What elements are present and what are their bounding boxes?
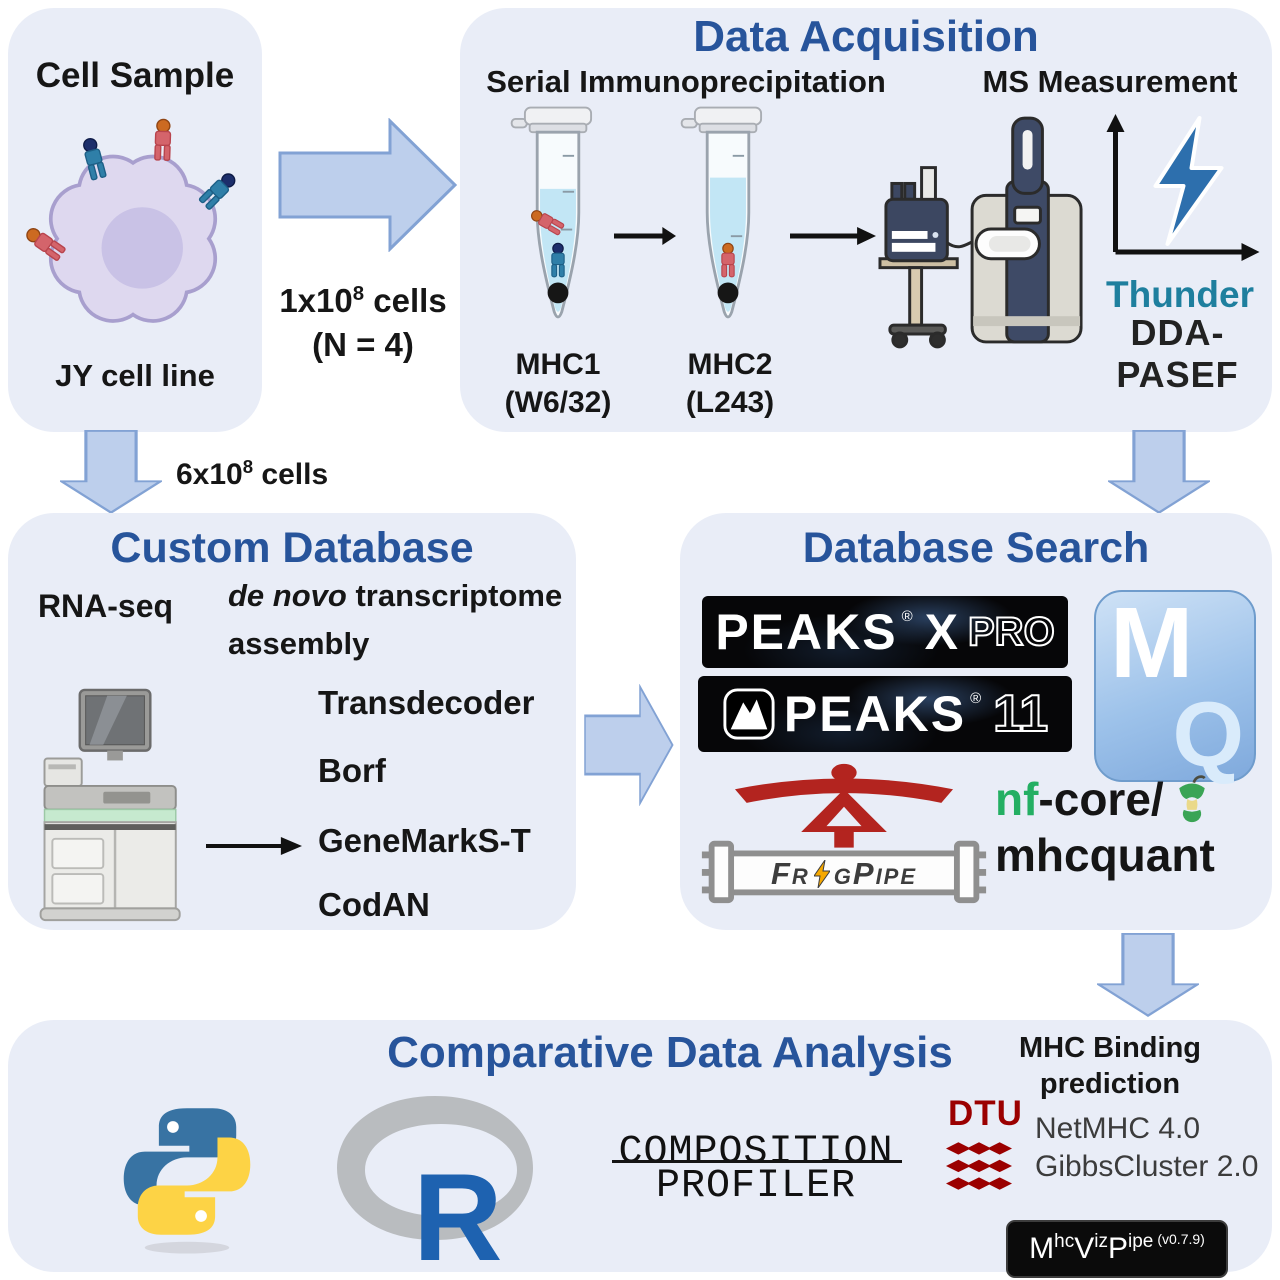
database-search-title: Database Search <box>802 524 1150 572</box>
arrow-right-icon <box>584 684 674 806</box>
peaks-version-label: 11 <box>992 684 1049 744</box>
arrow-right-icon <box>614 227 676 245</box>
mhc2-name: MHC2 <box>687 348 773 381</box>
cells-6e8-label: 6x108 cells <box>176 456 329 491</box>
registered-mark: ® <box>970 689 982 707</box>
dda-pasef-label: DDA-PASEF <box>1116 312 1239 395</box>
spectrum-axis-icon <box>1106 114 1260 261</box>
assembly-label: assembly <box>228 626 370 661</box>
mhc-binding-prediction-label: prediction <box>1039 1068 1181 1100</box>
peaks-x-label: X <box>924 604 960 660</box>
mhc2-label: MHC2 (L243) <box>650 346 810 422</box>
mhcvizpipe-label: M <box>1029 1232 1055 1265</box>
fragpipe-pipe-icon <box>701 763 987 904</box>
arrow-right-icon <box>206 837 302 855</box>
mhcvizpipe-label: ipe <box>1128 1231 1154 1252</box>
peaks-pro-label: PRO <box>967 609 1056 655</box>
dtu-logo: DTU <box>948 1094 1023 1133</box>
fragpipe-logo: Fr gPipe <box>730 856 958 892</box>
orf-tool-label: CodAN <box>318 886 430 923</box>
arrow-right-icon <box>278 118 458 252</box>
r-letter-label: R <box>413 1149 503 1268</box>
peaks-11-logo: PEAKS® 11 <box>698 676 1072 752</box>
cell-icon <box>23 118 239 323</box>
nf-core-logo: nf-core/ mhcquant <box>995 772 1270 882</box>
bolt-icon <box>813 860 830 888</box>
n-equals-label: (N = 4) <box>312 326 414 363</box>
mhc1-name: MHC1 <box>515 348 601 381</box>
mhc1-antibody-label: (W6/32) <box>504 386 612 419</box>
tube-mhc2-icon <box>680 106 763 319</box>
netmhc-label: NetMHC 4.0 <box>1035 1112 1201 1145</box>
fragpipe-label: gPipe <box>833 856 918 891</box>
mhcvizpipe-label: hc <box>1054 1231 1075 1252</box>
de-novo-assembly-label: de novo transcriptome <box>228 578 563 613</box>
arrow-down-icon <box>1108 430 1210 514</box>
peaks-mountain-icon <box>723 688 775 740</box>
custom-database-title: Custom Database <box>110 524 474 572</box>
arrow-down-icon <box>1097 933 1199 1017</box>
orf-tool-label: GeneMarkS-T <box>318 822 531 859</box>
cells-1e8-label: 1x108 cells <box>279 282 447 319</box>
mhcvizpipe-version-label: (v0.7.9) <box>1157 1231 1205 1247</box>
mhcvizpipe-label: V <box>1074 1232 1095 1265</box>
mhcvizpipe-label: iz <box>1094 1231 1108 1252</box>
mhcvizpipe-label: P <box>1107 1232 1128 1265</box>
arrow-right-icon <box>790 227 876 245</box>
nf-label: nf <box>995 773 1039 825</box>
arrow-down-icon <box>60 430 162 514</box>
lc-ms-instrument-icon <box>878 116 1083 349</box>
maxquant-m-label: M <box>1110 587 1194 699</box>
apple-core-icon <box>1178 775 1206 823</box>
orf-tool-label: Transdecoder <box>318 684 535 721</box>
peaks-brand-label: PEAKS <box>715 604 898 660</box>
cell-nucleus <box>101 207 183 289</box>
composition-profiler-logo: COMPOSITION <box>618 1130 894 1175</box>
composition-strike-line <box>612 1160 902 1163</box>
lightning-icon <box>1153 116 1224 246</box>
sequencer-icon <box>39 688 181 922</box>
python-icon <box>123 1108 251 1254</box>
mhc2-antibody-label: (L243) <box>685 386 775 419</box>
data-acquisition-title: Data Acquisition <box>693 12 1039 61</box>
maxquant-q-label: Q <box>1172 684 1244 786</box>
registered-mark: ® <box>901 607 913 625</box>
rna-seq-label: RNA-seq <box>37 588 174 624</box>
core-label: -core/ <box>1038 773 1164 825</box>
ms-measurement-label: MS Measurement <box>982 64 1238 99</box>
jy-cell-line-label: JY cell line <box>55 358 215 393</box>
gibbscluster-label: GibbsCluster 2.0 <box>1035 1150 1259 1183</box>
dtu-wave-icon <box>946 1142 1012 1190</box>
serial-ip-label: Serial Immunoprecipitation <box>486 64 886 99</box>
fragpipe-valve-icon <box>734 763 954 848</box>
mhcquant-label: mhcquant <box>995 829 1215 881</box>
mhc-binding-label: MHC Binding <box>1018 1032 1201 1064</box>
tube-mhc1-icon <box>510 106 593 319</box>
orf-tool-label: Borf <box>318 752 386 789</box>
mhc1-label: MHC1 (W6/32) <box>478 346 638 422</box>
peaks-brand-label: PEAKS <box>783 686 967 742</box>
cell-sample-title: Cell Sample <box>35 56 235 95</box>
r-logo-icon: R <box>337 1096 533 1268</box>
composition-profiler-logo: PROFILER <box>655 1164 857 1209</box>
maxquant-icon: M Q <box>1094 587 1256 786</box>
thunder-label: Thunder <box>1106 274 1254 315</box>
antibody-icon <box>154 118 172 162</box>
fragpipe-label: Fr <box>770 856 810 891</box>
panel-data-acquisition <box>460 8 1272 432</box>
comparative-title: Comparative Data Analysis <box>387 1028 953 1077</box>
